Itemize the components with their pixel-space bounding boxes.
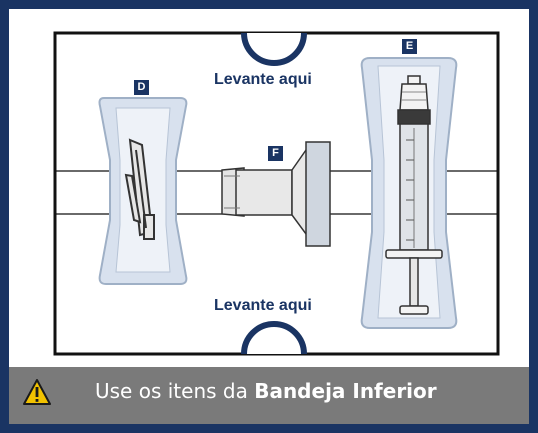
footer-text-prefix: Use os itens da	[95, 379, 248, 403]
tag-d: D	[134, 80, 149, 95]
footer-text: Use os itens da Bandeja Inferior	[95, 379, 437, 403]
footer-banner: Use os itens da Bandeja Inferior	[9, 367, 529, 424]
pocket-e	[360, 57, 458, 329]
lift-label-bottom: Levante aqui	[214, 297, 312, 314]
warning-triangle-icon	[23, 379, 51, 405]
lift-label-top: Levante aqui	[214, 71, 312, 88]
pocket-f	[221, 141, 331, 247]
syringe-e	[385, 75, 443, 315]
pocket-d	[98, 97, 188, 285]
tag-e: E	[402, 39, 417, 54]
footer-text-bold: Bandeja Inferior	[254, 379, 437, 403]
figure-frame-bottom	[0, 424, 538, 433]
lift-notch-bottom	[241, 321, 307, 355]
tag-f: F	[268, 146, 283, 161]
lift-notch-top	[241, 32, 307, 66]
adapter-d	[124, 138, 155, 240]
